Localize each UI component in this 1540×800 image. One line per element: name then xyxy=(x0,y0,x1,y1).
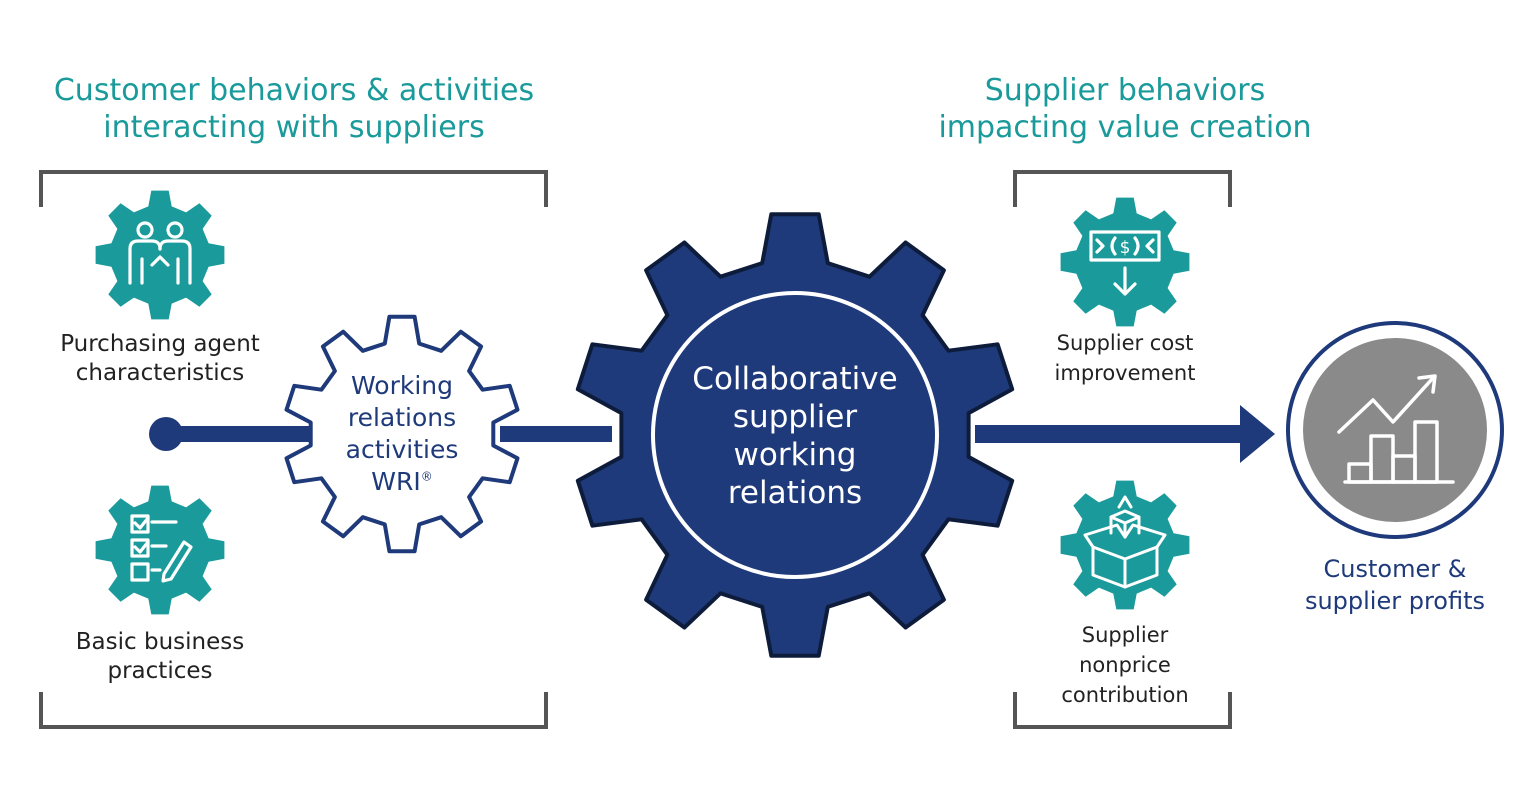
connector-line-left xyxy=(166,426,316,442)
wri-gear xyxy=(284,314,520,554)
nonprice-label-line-3: contribution xyxy=(1061,683,1189,707)
purchasing-gear xyxy=(95,190,225,320)
purchasing-label-line-2: characteristics xyxy=(75,360,245,386)
central-label-line-2: supplier xyxy=(732,399,858,435)
purchasing-label-line-1: Purchasing agent xyxy=(60,331,260,357)
basic-label-line-2: practices xyxy=(107,658,213,684)
basic-gear xyxy=(95,485,225,615)
supplier-heading-line-2: impacting value creation xyxy=(938,110,1312,145)
customer-bracket-bottom xyxy=(39,692,548,729)
supplier-heading-line-1: Supplier behaviors xyxy=(984,73,1266,108)
wri-label-line-3: activities xyxy=(345,435,459,464)
wri-label-line-1: Working xyxy=(351,371,453,400)
customer-heading: Customer behaviors & activities interact… xyxy=(44,72,544,146)
central-label-line-4: relations xyxy=(727,475,863,511)
money-down-icon: $ xyxy=(1089,230,1161,296)
purchasing-label: Purchasing agent characteristics xyxy=(40,330,280,388)
cost-label-line-1: Supplier cost xyxy=(1056,331,1194,355)
nonprice-label-line-2: nonprice xyxy=(1079,653,1171,677)
checklist-icon xyxy=(130,514,193,583)
customer-heading-line-1: Customer behaviors & activities xyxy=(53,73,535,108)
boxes-icon xyxy=(1083,495,1167,589)
customer-heading-line-2: interacting with suppliers xyxy=(103,110,485,145)
basic-label-line-1: Basic business xyxy=(75,629,245,655)
profit-label-line-2: supplier profits xyxy=(1304,587,1486,615)
wri-label: Working relations activities WRI® xyxy=(322,370,482,498)
cost-label-line-2: improvement xyxy=(1054,361,1196,385)
wri-label-line-2: relations xyxy=(347,403,457,432)
central-label-line-3: working xyxy=(733,437,857,473)
arrow-shaft xyxy=(975,425,1245,443)
svg-text:$: $ xyxy=(1120,238,1131,258)
profit-badge xyxy=(1286,321,1504,539)
central-label-line-1: Collaborative xyxy=(692,361,898,397)
people-icon xyxy=(128,221,192,285)
profit-label-line-1: Customer & xyxy=(1323,555,1467,583)
arrow-head xyxy=(1240,405,1275,463)
nonprice-label-line-1: Supplier xyxy=(1081,623,1169,647)
supplier-bracket-top xyxy=(1013,170,1232,207)
connector-line-middle xyxy=(500,426,612,442)
cost-gear: $ xyxy=(1060,197,1190,327)
central-label: Collaborative supplier working relations xyxy=(655,360,935,512)
nonprice-label: Supplier nonprice contribution xyxy=(1015,620,1235,710)
basic-label: Basic business practices xyxy=(40,628,280,686)
central-gear-ring xyxy=(651,291,939,579)
supplier-heading: Supplier behaviors impacting value creat… xyxy=(925,72,1325,146)
nonprice-gear xyxy=(1060,480,1190,610)
customer-bracket-top xyxy=(39,170,548,207)
central-gear xyxy=(575,212,1015,658)
registered-mark: ® xyxy=(420,469,433,484)
profit-label: Customer & supplier profits xyxy=(1285,553,1505,617)
cost-label: Supplier cost improvement xyxy=(1015,328,1235,388)
wri-acronym: WRI xyxy=(371,467,421,496)
growth-chart-icon xyxy=(1337,374,1455,484)
wri-label-line-4: WRI® xyxy=(322,466,482,498)
supplier-bracket-bottom xyxy=(1013,692,1232,729)
